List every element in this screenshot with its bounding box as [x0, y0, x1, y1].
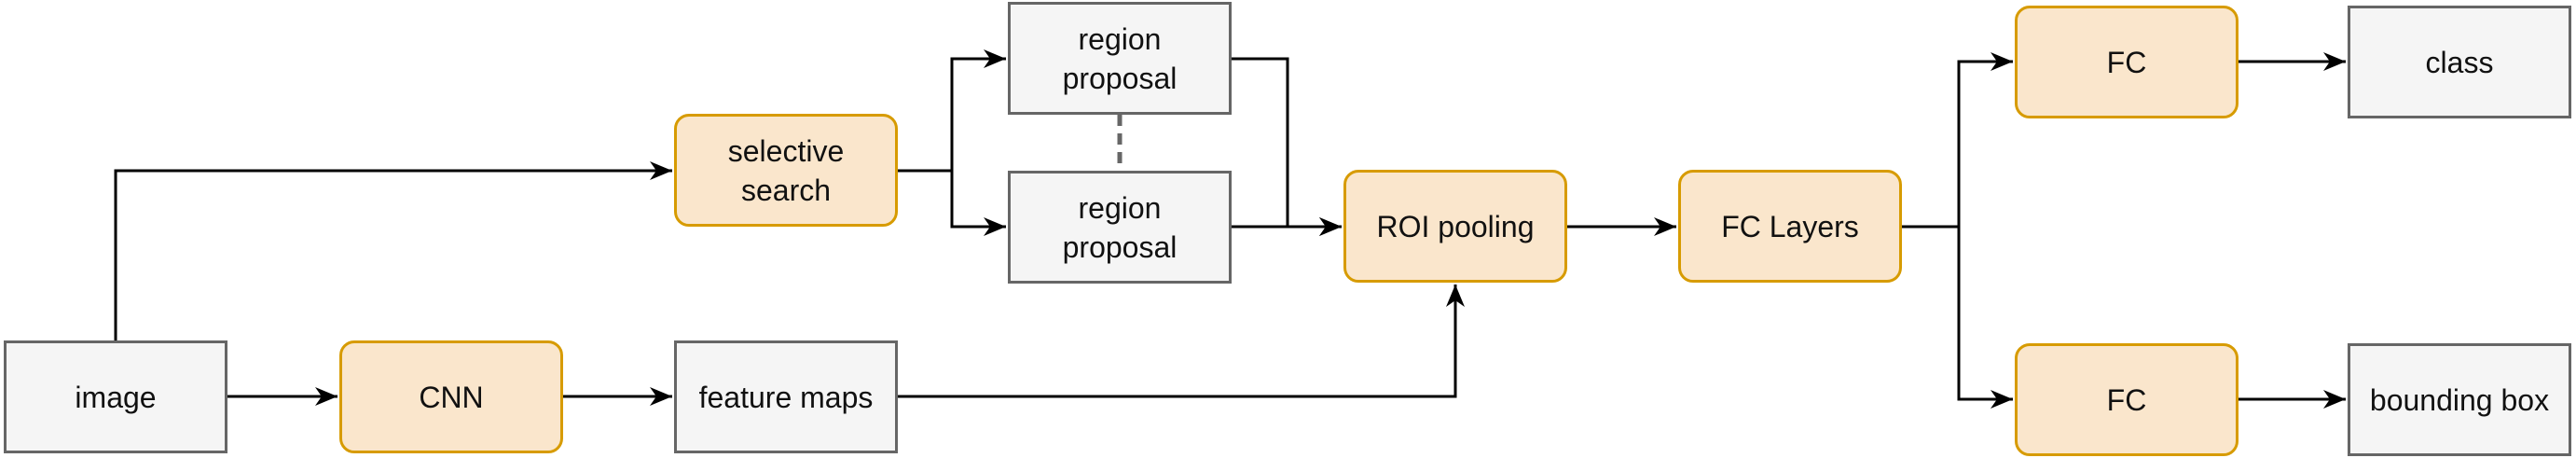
edge-fc-layers-to-fc-bottom: [1902, 225, 2013, 409]
roi-pooling-node: ROI pooling: [1343, 170, 1567, 283]
feature-maps-node: feature maps: [674, 340, 898, 453]
region-proposal-bottom-label: region proposal: [1062, 190, 1178, 264]
region-proposal-bottom-node: region proposal: [1008, 171, 1232, 284]
roi-pooling-label: ROI pooling: [1376, 209, 1535, 243]
fc-bottom-node: FC: [2015, 343, 2239, 456]
cnn-node: CNN: [339, 340, 563, 453]
edge-selective-search-to-region-proposal-2: [898, 169, 1006, 236]
fc-layers-node: FC Layers: [1678, 170, 1902, 283]
edge-feature-maps-to-roi-pooling: [898, 285, 1465, 398]
image-node: image: [4, 340, 227, 453]
image-label: image: [75, 380, 157, 414]
edge-fc-layers-to-fc-top: [1902, 52, 2013, 229]
selective-search-node: selective search: [674, 114, 898, 227]
bounding-box-label: bounding box: [2369, 382, 2550, 417]
class-node: class: [2348, 6, 2571, 118]
feature-maps-label: feature maps: [698, 380, 874, 414]
fc-top-label: FC: [2106, 45, 2147, 79]
edge-region-proposal-1-to-roi-pooling: [1232, 57, 1342, 236]
edge-selective-search-to-region-proposal-1: [898, 49, 1006, 173]
fc-bottom-label: FC: [2106, 382, 2147, 417]
bounding-box-node: bounding box: [2348, 343, 2571, 456]
selective-search-label: selective search: [727, 133, 845, 207]
region-proposal-top-node: region proposal: [1008, 2, 1232, 115]
cnn-label: CNN: [419, 380, 484, 414]
fc-layers-label: FC Layers: [1721, 209, 1859, 243]
fc-top-node: FC: [2015, 6, 2239, 118]
edge-image-to-selective-search: [114, 161, 672, 340]
class-label: class: [2425, 45, 2494, 79]
region-proposal-top-label: region proposal: [1062, 21, 1178, 95]
